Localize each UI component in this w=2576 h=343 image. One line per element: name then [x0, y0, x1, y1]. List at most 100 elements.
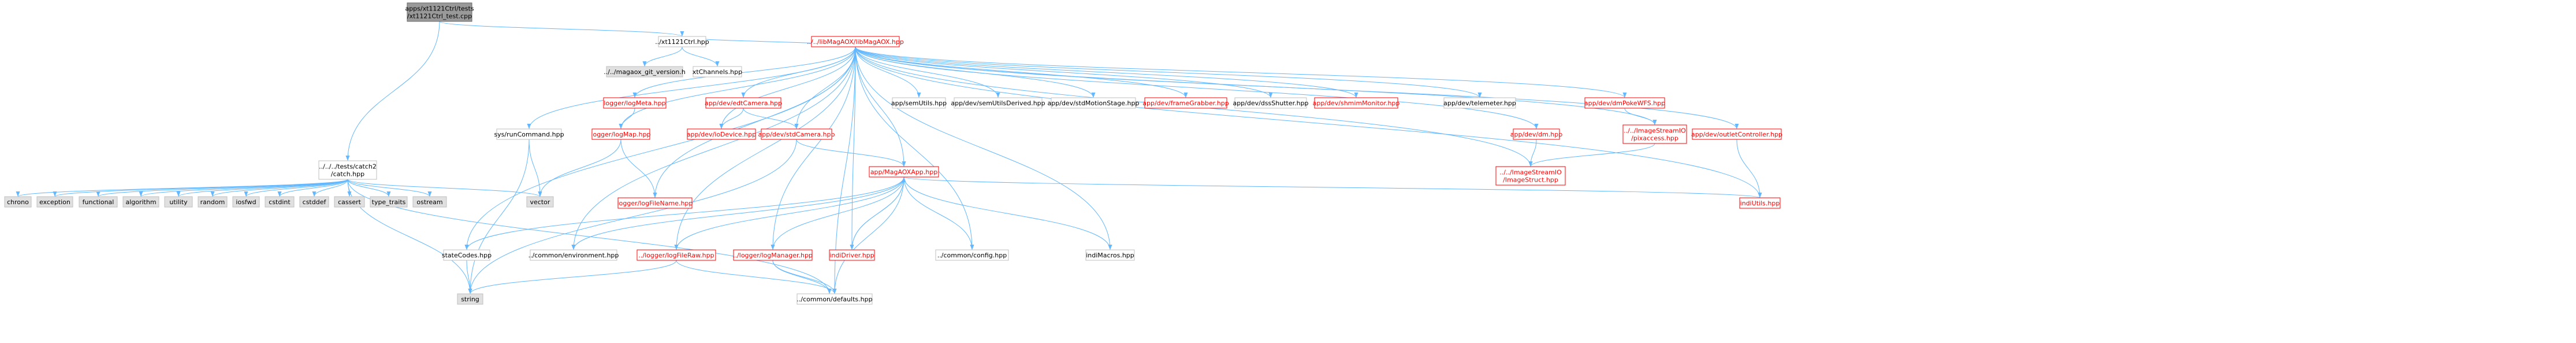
- edge-libmag-to-commonenv: [571, 46, 856, 250]
- node-root[interactable]: apps/xt1121Ctrl/tests/xt1121Ctrl_test.cp…: [405, 2, 474, 22]
- node-dssshut[interactable]: app/dev/dssShutter.hpp: [1233, 97, 1309, 109]
- node-logfname[interactable]: logger/logFileName.hpp: [617, 197, 693, 209]
- edge-magaoxapp-to-indiutils: [903, 176, 1762, 198]
- node-utility: utility: [164, 196, 193, 208]
- node-dmpoke[interactable]: app/dev/dmPokeWFS.hpp: [1584, 97, 1665, 109]
- node-box: [526, 196, 554, 208]
- node-box: [733, 249, 813, 261]
- node-indiutils[interactable]: indiUtils.hpp: [1739, 197, 1781, 209]
- node-box: [811, 36, 900, 47]
- edge-catch2-to-functional: [96, 179, 348, 197]
- node-libmag[interactable]: ../../libMagAOX/libMagAOX.hpp: [807, 36, 904, 47]
- edge-libmag-to-logmeta: [632, 46, 856, 98]
- node-box: [617, 197, 693, 209]
- edge-libmag-to-sysrun: [527, 46, 856, 130]
- edge-catch2-to-iosfwd: [244, 179, 348, 197]
- edge-stdcam-to-magaoxapp: [796, 139, 906, 167]
- node-statecodes[interactable]: stateCodes.hpp: [442, 249, 492, 261]
- node-algorithm: algorithm: [122, 196, 159, 208]
- node-iosfwd: iosfwd: [232, 196, 260, 208]
- edge-root-to-catch2: [345, 21, 440, 161]
- nodes: apps/xt1121Ctrl/tests/xt1121Ctrl_test.cp…: [4, 2, 1782, 305]
- node-logmap[interactable]: logger/logMap.hpp: [591, 128, 651, 140]
- node-label: app/dev/shmimMonitor.hpp: [1313, 99, 1400, 107]
- node-sysrun[interactable]: sys/runCommand.hpp: [494, 128, 564, 140]
- node-dm[interactable]: app/dev/dm.hpp: [1510, 128, 1563, 140]
- node-catch2[interactable]: ../../../tests/catch2/catch.hpp: [318, 160, 377, 180]
- node-box: [705, 97, 781, 109]
- node-label: algorithm: [125, 198, 156, 206]
- node-box: [636, 249, 716, 261]
- node-magaoxapp[interactable]: app/MagAOXApp.hpp: [869, 166, 939, 178]
- edge-catch2-to-cstdint: [277, 179, 348, 197]
- node-logmanager[interactable]: ../logger/logManager.hpp: [733, 249, 813, 261]
- node-label: ../../ImageStreamIO: [1499, 169, 1562, 176]
- edge-catch2-to-utility: [176, 179, 348, 197]
- edge-catch2-to-ostream: [347, 179, 432, 197]
- edge-libmag-to-dmpoke: [855, 46, 1627, 98]
- node-label: app/dev/stdMotionStage.hpp: [1048, 99, 1140, 107]
- node-label: cstdint: [269, 198, 291, 206]
- node-stdmotion[interactable]: app/dev/stdMotionStage.hpp: [1048, 97, 1140, 109]
- node-iodev[interactable]: app/dev/ioDevice.hpp: [687, 128, 756, 140]
- node-commonenv[interactable]: ../common/environment.hpp: [528, 249, 619, 261]
- node-framegrab[interactable]: app/dev/frameGrabber.hpp: [1142, 97, 1229, 109]
- edge-catch2-to-random: [210, 179, 348, 197]
- edge-libmag-to-stdcam: [794, 46, 856, 130]
- node-indidriver[interactable]: indiDriver.hpp: [829, 249, 875, 261]
- node-pixacc[interactable]: ../../ImageStreamIO/pixaccess.hpp: [1622, 124, 1687, 144]
- node-ctrl[interactable]: ../xt1121Ctrl.hpp: [655, 36, 709, 47]
- node-box: [892, 97, 946, 109]
- node-telem[interactable]: app/dev/telemeter.hpp: [1443, 97, 1516, 109]
- node-label: stateCodes.hpp: [442, 252, 492, 259]
- edge-libmag-to-indimacros: [855, 46, 1112, 250]
- node-commonconfig[interactable]: ../common/config.hpp: [935, 249, 1009, 261]
- node-edtcam[interactable]: app/dev/edtCamera.hpp: [705, 97, 782, 109]
- node-label: app/dev/outletController.hpp: [1691, 131, 1782, 138]
- edges: [16, 21, 1762, 294]
- node-box: [606, 66, 683, 78]
- node-label: indiMacros.hpp: [1086, 252, 1134, 259]
- node-label: cassert: [338, 198, 362, 206]
- node-box: [1584, 97, 1665, 109]
- node-box: [1513, 128, 1560, 140]
- node-label: ../../libMagAOX/libMagAOX.hpp: [807, 38, 904, 46]
- edge-logfileraw-to-commondefaults: [676, 260, 837, 294]
- node-indimacros[interactable]: indiMacros.hpp: [1085, 249, 1135, 261]
- node-label: app/dev/ioDevice.hpp: [687, 131, 756, 138]
- node-shmim[interactable]: app/dev/shmimMonitor.hpp: [1313, 97, 1400, 109]
- node-logmeta[interactable]: logger/logMeta.hpp: [603, 97, 667, 109]
- node-box: [1495, 166, 1566, 186]
- node-logfileraw[interactable]: ../logger/logFileRaw.hpp: [636, 249, 716, 261]
- node-imgstruct[interactable]: ../../ImageStreamIO/ImageStruct.hpp: [1495, 166, 1566, 186]
- node-semderived[interactable]: app/dev/semUtilsDerived.hpp: [951, 97, 1045, 109]
- edge-outlet-to-indiutils: [1736, 139, 1762, 198]
- node-box: [693, 66, 742, 78]
- node-outlet[interactable]: app/dev/outletController.hpp: [1691, 128, 1782, 140]
- edge-libmag-to-logfileraw: [674, 46, 856, 250]
- node-cassert: cassert: [334, 196, 365, 208]
- node-stdcam[interactable]: app/dev/stdCamera.hpp: [758, 128, 835, 140]
- node-box: [603, 97, 667, 109]
- node-commondefaults[interactable]: ../common/defaults.hpp: [796, 293, 873, 305]
- node-label: ../../../tests/catch2: [319, 163, 377, 171]
- edge-libmag-to-semderived: [855, 46, 1000, 98]
- node-label: logger/logMeta.hpp: [604, 99, 665, 107]
- node-box: [796, 293, 873, 305]
- node-box: [687, 128, 756, 140]
- edge-libmag-to-commonconfig: [855, 46, 974, 250]
- edge-ctrl-to-gitver: [642, 46, 683, 67]
- node-xtch[interactable]: xtChannels.hpp: [693, 66, 742, 78]
- node-label: string: [461, 296, 479, 303]
- node-label: app/dev/telemeter.hpp: [1443, 99, 1516, 107]
- edge-logfileraw-to-string: [468, 260, 677, 294]
- node-ostream: ostream: [412, 196, 447, 208]
- node-box: [869, 166, 939, 178]
- node-label: ../logger/logFileRaw.hpp: [638, 252, 714, 259]
- node-label: app/dev/semUtilsDerived.hpp: [951, 99, 1045, 107]
- node-box: [164, 196, 193, 208]
- edge-pixacc-to-imgstruct: [1528, 143, 1655, 167]
- edge-stdcam-to-string: [468, 139, 797, 294]
- node-label: /ImageStruct.hpp: [1503, 176, 1558, 184]
- node-semutils[interactable]: app/semUtils.hpp: [891, 97, 947, 109]
